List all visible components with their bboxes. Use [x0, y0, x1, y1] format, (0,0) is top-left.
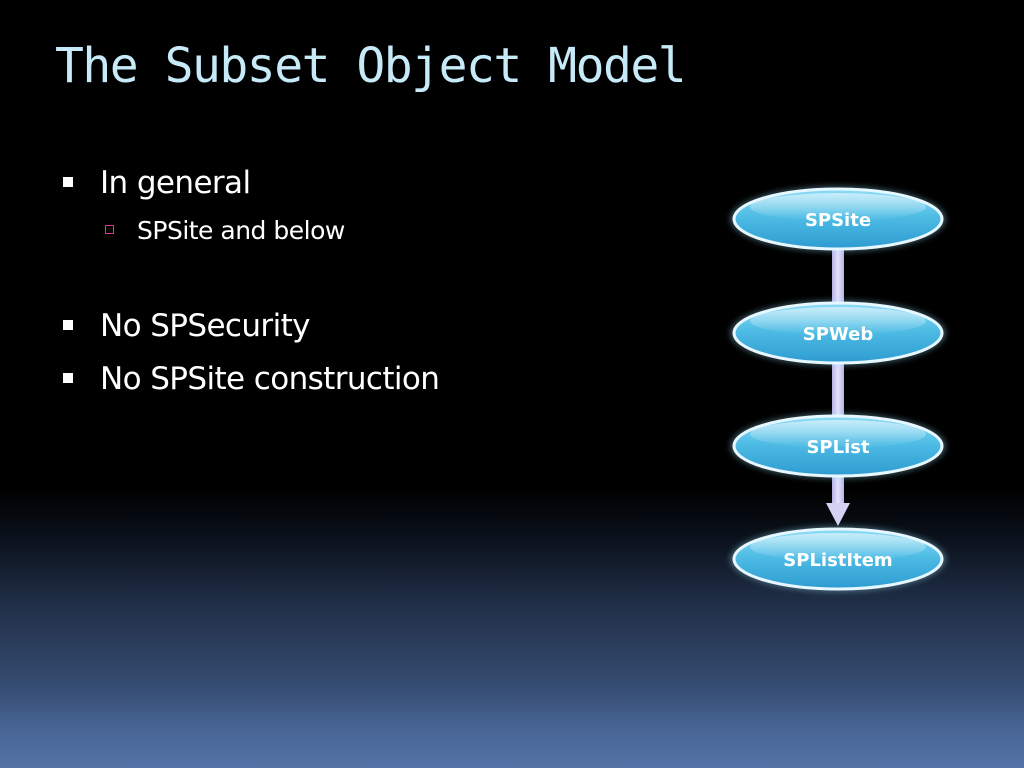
bullet-no-spsecurity: No SPSecurity — [100, 308, 310, 344]
connector-spweb-splist — [832, 362, 844, 420]
bullet-marker — [63, 373, 73, 383]
bullet-in-general: In general — [100, 165, 251, 201]
arrow-splist-splistitem — [826, 476, 850, 526]
node-splistitem: SPListItem — [730, 526, 946, 592]
node-spweb: SPWeb — [730, 300, 946, 366]
node-label-spsite: SPSite — [805, 210, 871, 231]
bullet-list: In general SPSite and below No SPSecurit… — [0, 0, 700, 450]
bullet-no-spsite-construction: No SPSite construction — [100, 361, 440, 397]
sub-bullet-marker — [105, 225, 114, 234]
node-spsite: SPSite — [730, 186, 946, 252]
slide-title: The Subset Object Model — [55, 38, 687, 94]
node-label-spweb: SPWeb — [803, 324, 874, 345]
node-splist: SPList — [730, 413, 946, 479]
node-label-splist: SPList — [806, 437, 870, 458]
bullet-marker — [63, 320, 73, 330]
connector-spsite-spweb — [832, 248, 844, 306]
sub-bullet-spsite-and-below: SPSite and below — [137, 216, 345, 245]
node-label-splistitem: SPListItem — [783, 550, 892, 571]
bullet-marker — [63, 177, 73, 187]
